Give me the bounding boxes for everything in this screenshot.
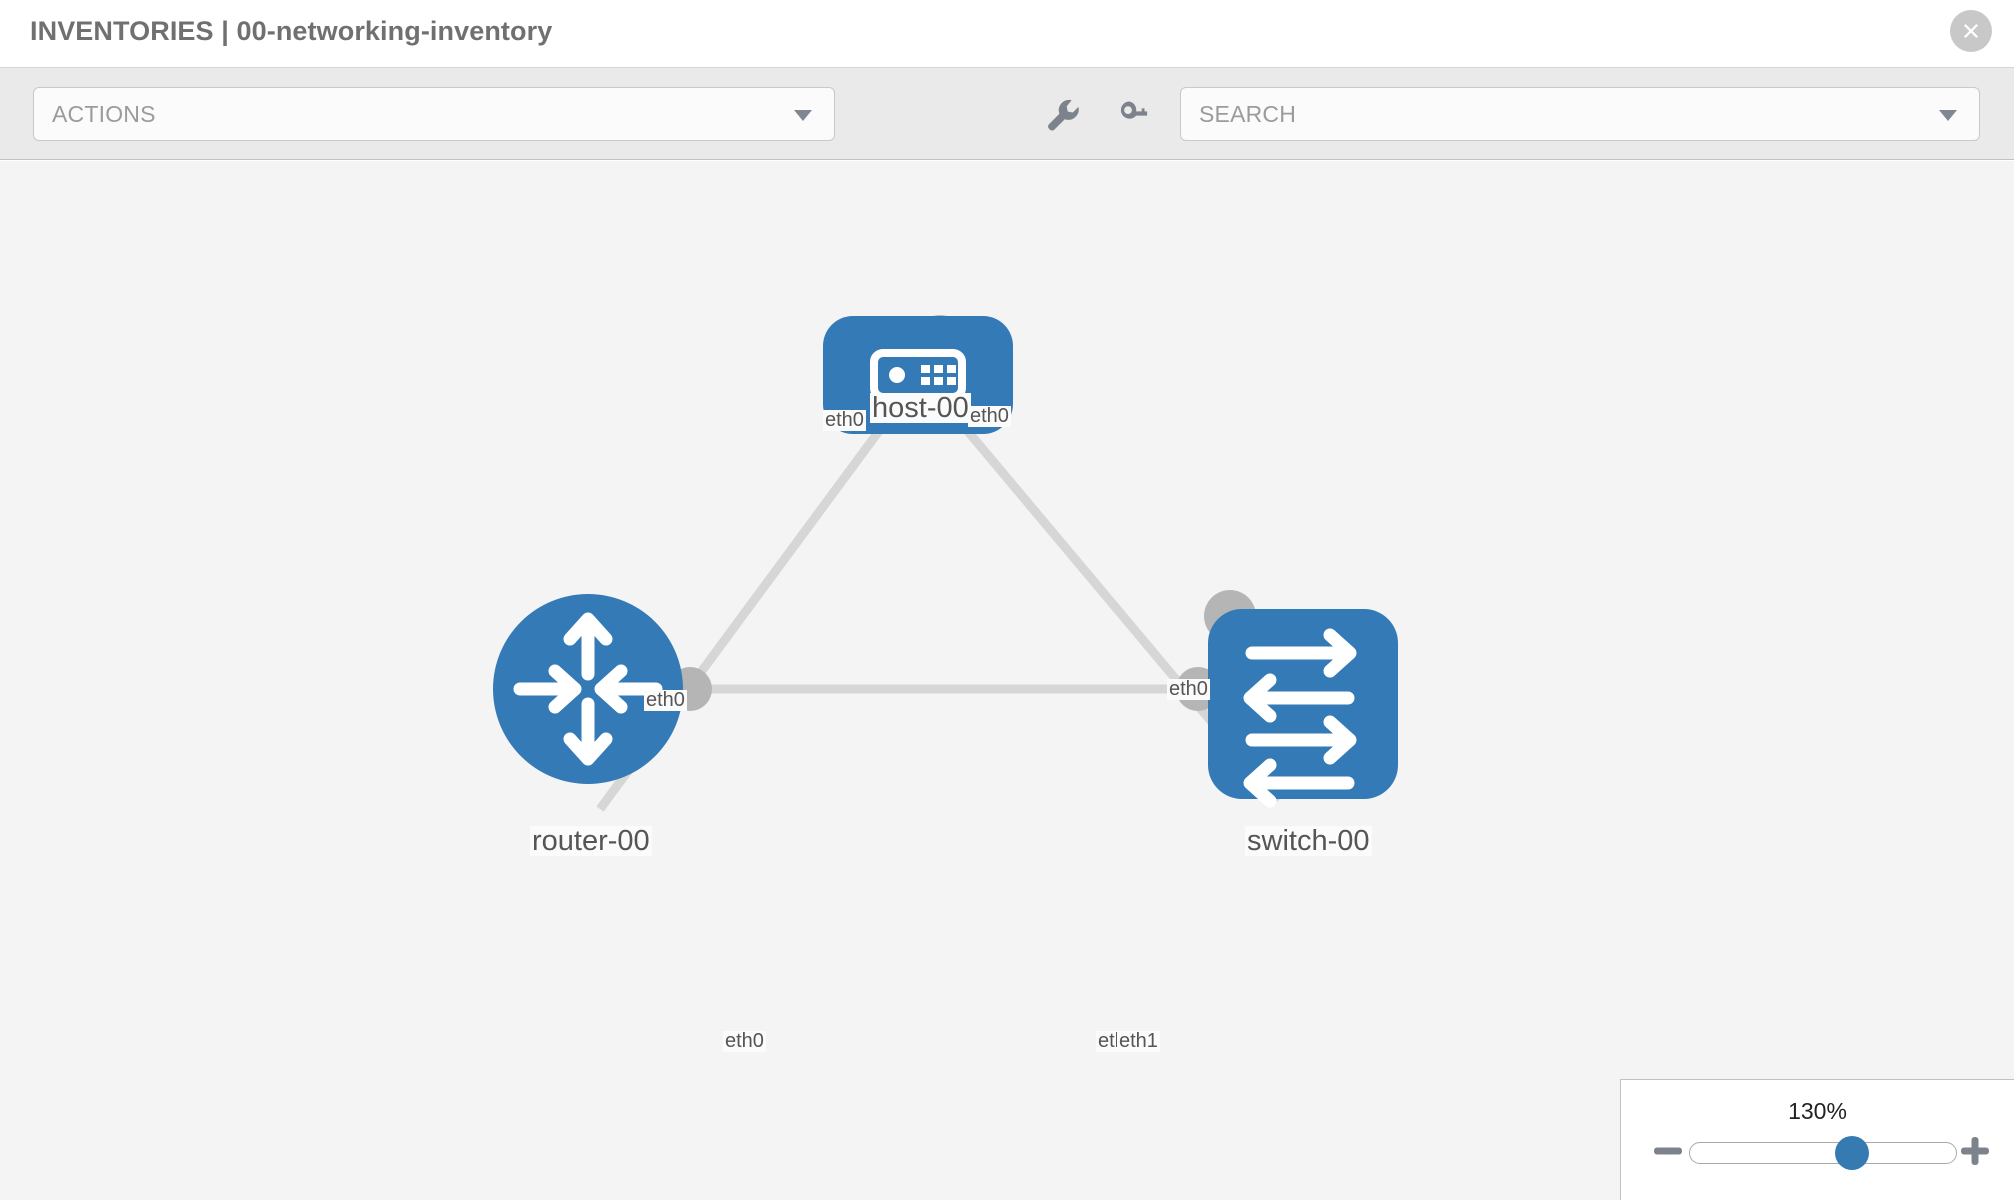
page-title: INVENTORIES | 00-networking-inventory [30, 16, 553, 46]
search-placeholder: SEARCH [1199, 101, 1297, 127]
iface-label-switch-up: eth0 [1167, 678, 1210, 700]
plus-icon[interactable] [1958, 1134, 1992, 1168]
zoom-level-value: 130% [1788, 1098, 1847, 1124]
iface-label-router-up: eth0 [644, 689, 687, 711]
iface-label-router-right: eth0 [723, 1030, 766, 1052]
close-icon[interactable] [1950, 10, 1992, 52]
key-icon[interactable] [1110, 90, 1158, 138]
minus-icon[interactable] [1651, 1134, 1685, 1168]
topology-links [596, 413, 1282, 812]
node-router-00 [493, 594, 683, 784]
iface-label-host-right: eth0 [968, 405, 1011, 427]
node-label-router-00: router-00 [530, 825, 652, 857]
iface-label-host-left: eth0 [823, 409, 866, 431]
topology-graph [493, 315, 1398, 812]
search-input[interactable]: SEARCH [1180, 87, 1980, 141]
router-arrows-icon [513, 612, 663, 766]
node-label-switch-00: switch-00 [1245, 825, 1372, 857]
page-header: INVENTORIES | 00-networking-inventory [0, 0, 2014, 68]
zoom-slider-thumb[interactable] [1835, 1136, 1869, 1170]
actions-dropdown-label: ACTIONS [52, 101, 156, 127]
node-switch-00 [1208, 609, 1398, 808]
switch-arrows-icon [1243, 628, 1357, 808]
node-label-host-00: host-00 [870, 392, 971, 424]
zoom-control-panel: 130% [1620, 1079, 2014, 1200]
topology-canvas[interactable]: host-00 router-00 switch-00 eth0 eth0 et… [0, 161, 2014, 1200]
chevron-down-icon [1939, 110, 1957, 121]
toolbar: ACTIONS SEARCH [0, 68, 2014, 160]
actions-dropdown[interactable]: ACTIONS [33, 87, 835, 141]
zoom-slider[interactable] [1689, 1136, 1957, 1170]
wrench-icon[interactable] [1038, 90, 1086, 138]
chevron-down-icon [794, 110, 812, 121]
iface-label-switch-left-top: eth1 [1117, 1030, 1160, 1052]
